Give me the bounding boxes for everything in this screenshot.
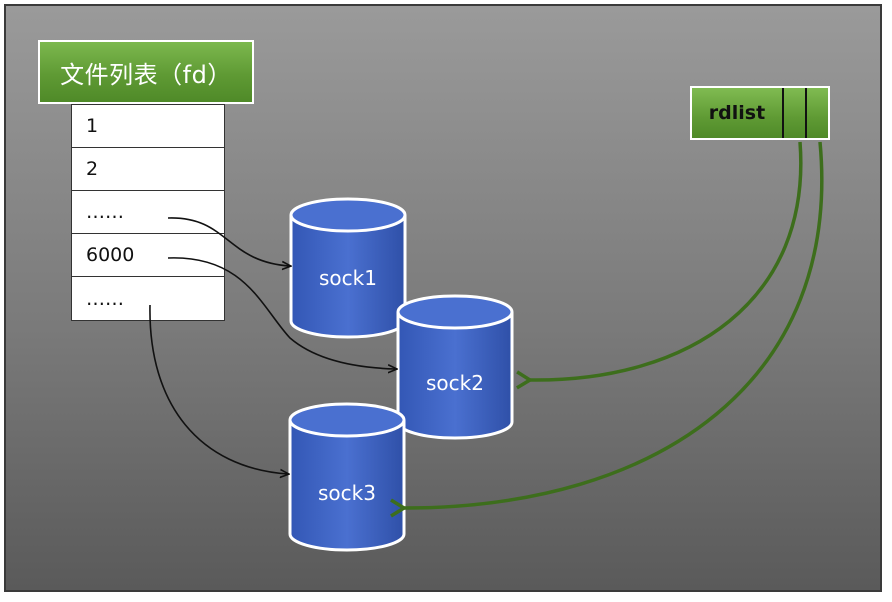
- arrow-ellipsis-to-sock1: [167, 217, 290, 266]
- rdlist-box: rdlist: [690, 86, 830, 140]
- fd-row-6000: 6000: [72, 234, 224, 277]
- sock3-cylinder: sock3: [288, 402, 406, 552]
- arrow-6000-to-sock2: [167, 257, 396, 369]
- arrow-ellipsis-to-sock3: [149, 304, 288, 474]
- sock1-cylinder: sock1: [289, 197, 407, 339]
- fd-row-ellipsis-1: ……: [72, 191, 224, 234]
- fd-row-2: 2: [72, 148, 224, 191]
- sock2-label: sock2: [426, 371, 484, 395]
- sock2-cylinder: sock2: [396, 294, 514, 440]
- sock1-label: sock1: [319, 266, 377, 290]
- fd-row-1: 1: [72, 105, 224, 148]
- fd-list-title: 文件列表（fd）: [38, 40, 254, 104]
- rdlist-label: rdlist: [692, 88, 784, 138]
- arrow-rdlist-to-sock2: [530, 141, 803, 380]
- rdlist-slot-1: [784, 88, 807, 138]
- arrow-rdlist-to-sock3: [404, 141, 824, 508]
- sock3-label: sock3: [318, 481, 376, 505]
- fd-list-table: 1 2 …… 6000 ……: [71, 104, 225, 321]
- fd-row-ellipsis-2: ……: [86, 287, 124, 310]
